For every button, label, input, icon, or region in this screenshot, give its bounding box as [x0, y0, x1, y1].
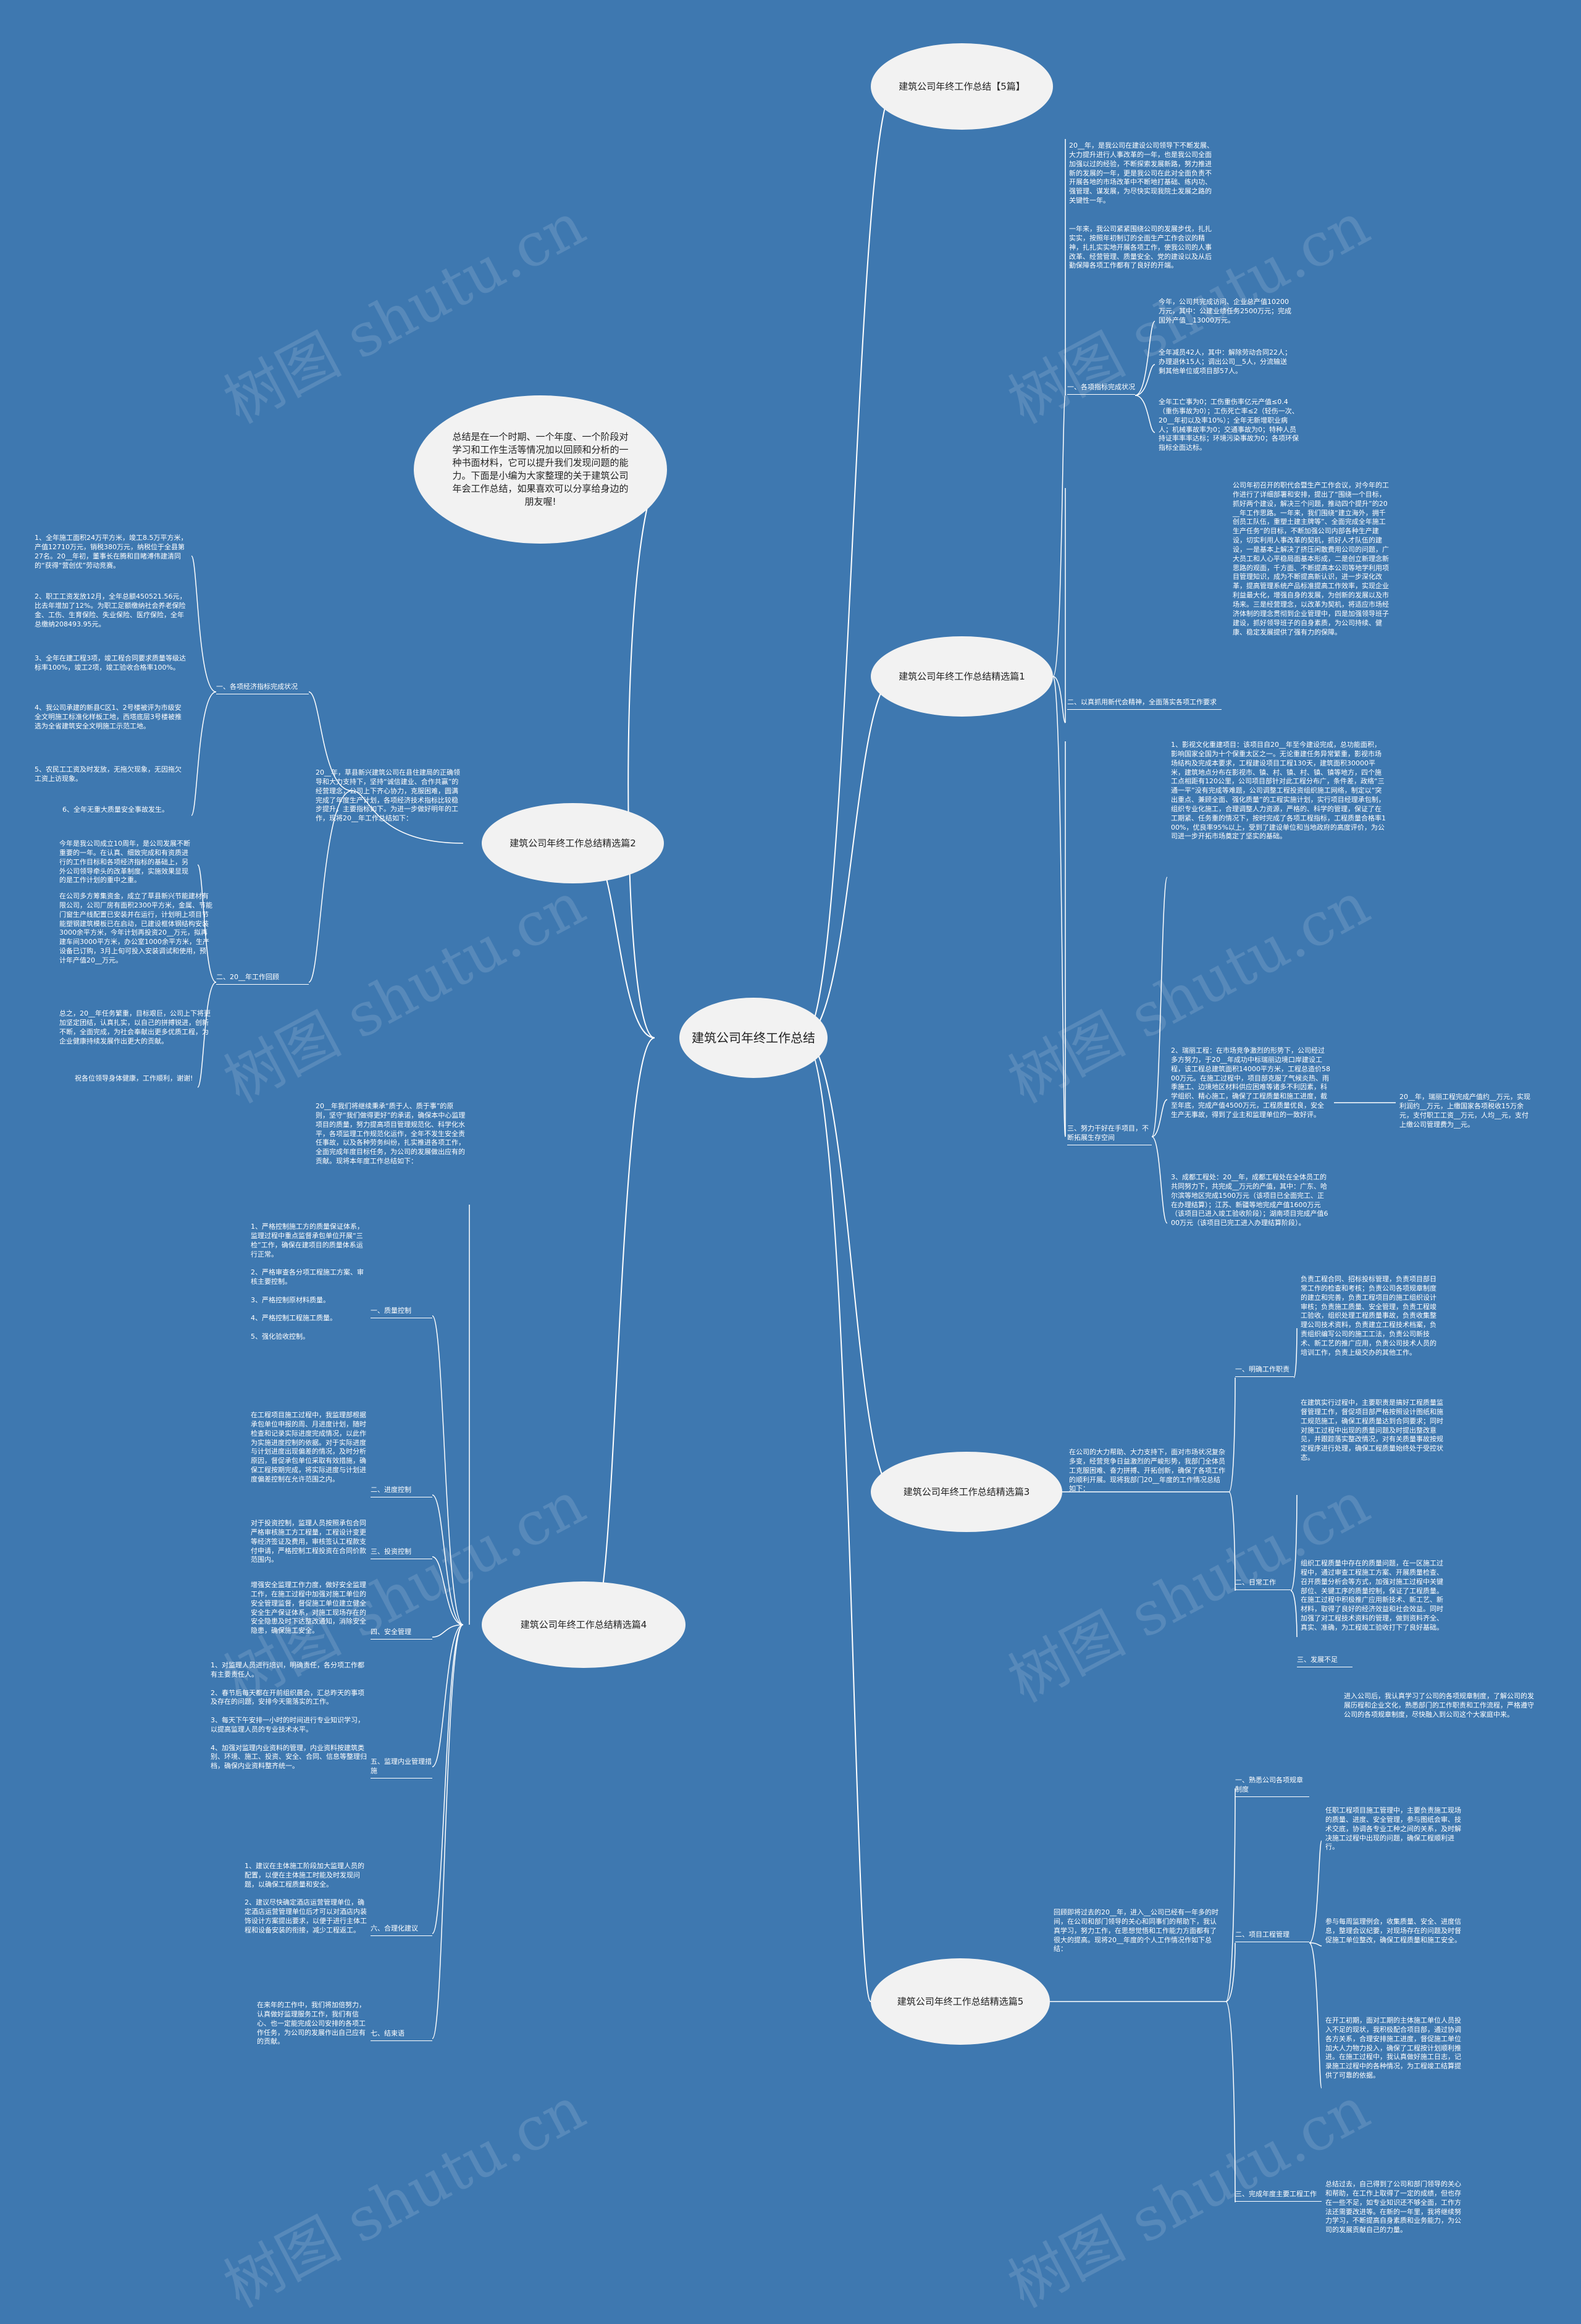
b5-s2-text: 任职工程项目施工管理中，主要负责施工现场的质量、进度、安全管理，参与图纸会审、技… — [1325, 1806, 1461, 1851]
b4-intro-text: 20__年我们将继续秉承“质于人、质于事”的原则，坚守“我们做得更好”的承诺，确… — [316, 1102, 466, 1166]
b5-s1-text: 进入公司后，我认真学习了公司的各项规章制度，了解公司的发展历程和企业文化，熟悉部… — [1344, 1692, 1534, 1719]
b2-s2-item: 总之，20__年任务繁重，目标艰巨，公司上下将更加坚定团结，认真扎实，以自己的拼… — [59, 1009, 211, 1045]
branch-node-4[interactable]: 建筑公司年终工作总结精选篇4 — [482, 1581, 686, 1668]
b1-intro-text-2: 一年来，我公司紧紧围绕公司的发展步伐，扎扎实实，按照年初制订的全面生产工作会议的… — [1069, 225, 1212, 270]
b4-section-5-label[interactable]: 五、监理内业管理措施 — [371, 1758, 432, 1779]
b4-section-6-label[interactable]: 六、合理化建议 — [371, 1924, 432, 1936]
b3-section-1-label[interactable]: 一、明确工作职责 — [1235, 1365, 1294, 1377]
b2-section-2-label[interactable]: 二、20__年工作回顾 — [216, 973, 309, 985]
b2-s1-item: 5、农民工工资及时发放，无拖欠现象，无因拖欠工资上访现象。 — [35, 765, 182, 783]
b4-section-1-label[interactable]: 一、质量控制 — [371, 1307, 432, 1318]
b2-intro-text: 20__年，草县新兴建筑公司在县住建局的正确领导和大力支持下，坚持“诚信建业、合… — [316, 768, 460, 823]
b3-section-3-label[interactable]: 三、发展不足 — [1297, 1656, 1352, 1667]
b2-section-1-label[interactable]: 一、各项经济指标完成状况 — [216, 683, 309, 694]
b1-s1-item: 今年，公司共完成访问、企业总产值10200万元，其中：公建业绩任务2500万元；… — [1159, 298, 1291, 324]
b5-intro-text: 回顾即将过去的20__年，进入__公司已经有一年多的时间，在公司和部门领导的关心… — [1054, 1908, 1218, 1953]
b4-s5-text: 1、对监理人员进行培训，明确责任，各分项工作都有主要责任人。 2、春节后每天都在… — [211, 1661, 367, 1770]
b1-s2-text: 公司年初召开的职代会暨生产工作会议，对今年的工作进行了详细部署和安排，提出了“围… — [1233, 481, 1389, 636]
branch-node-3[interactable]: 建筑公司年终工作总结精选篇3 — [871, 1452, 1062, 1532]
b3-intro-text: 在公司的大力帮助、大力支持下，面对市场状况复杂多变，经营竞争日益激烈的严峻形势，… — [1069, 1448, 1225, 1493]
b5-section-3-label[interactable]: 三、完成年度主要工程工作 — [1235, 2190, 1322, 2202]
b2-s1-item: 1、全年施工面积24万平方米，竣工8.5万平方米，产值12710万元，销税380… — [35, 534, 188, 570]
b1-s1-item: 全年减员42人，其中：解除劳动合同22人；办理退休15人；调出公司__5人，分流… — [1159, 348, 1291, 375]
root-node[interactable]: 建筑公司年终工作总结 — [679, 998, 828, 1078]
b2-s2-item: 在公司多方筹集资金，成立了草县新兴节能建材有限公司，公司厂房有面积2300平方米… — [59, 892, 212, 964]
b2-s2-item: 今年是我公司成立10周年，是公司发展不断重要的一年。在认真、细致完成和有资质进行… — [59, 840, 190, 885]
b2-s2-item: 祝各位领导身体健康，工作顺利，谢谢! — [75, 1074, 193, 1082]
b2-s1-item: 3、全年在建工程3项，竣工程合同要求质量等级达标率100%，竣工2项，竣工验收合… — [35, 654, 186, 672]
b3-section-2-label[interactable]: 二、日常工作 — [1235, 1578, 1291, 1590]
branch-node-5[interactable]: 建筑公司年终工作总结精选篇5 — [871, 1958, 1050, 2045]
branch-title-node[interactable]: 建筑公司年终工作总结【5篇】 — [871, 43, 1053, 130]
b1-s1-item: 全年工亡事为0；工伤重伤率亿元产值≤0.4（重伤事故为0）；工伤死亡率≤2（轻伤… — [1159, 398, 1299, 452]
b4-section-4-label[interactable]: 四、安全管理 — [371, 1628, 432, 1640]
b1-section-1-label[interactable]: 一、各项指标完成状况 — [1067, 383, 1135, 395]
b1-s3-text: 20__年，瑞丽工程完成产值约__万元，实现利润约__万元，上缴国家各项税收15… — [1399, 1093, 1530, 1129]
b5-s2-text: 在开工初期，面对工期的主体施工单位人员投入不足的现状，我积极配合项目部，通过协调… — [1325, 2016, 1461, 2080]
branch-node-1[interactable]: 建筑公司年终工作总结精选篇1 — [871, 636, 1053, 717]
b4-s3-text: 对于投资控制，监理人员按照承包合同严格审核施工方工程量，工程设计变更等经济签证及… — [251, 1519, 366, 1564]
b1-s3-text: 3、成都工程处：20__年，成都工程处在全体员工的共同努力下，共完成__万元的产… — [1171, 1173, 1328, 1227]
b4-s4-text: 增强安全监理工作力度，做好安全监理工作，在施工过程中加强对施工单位的安全管理监督… — [251, 1581, 366, 1635]
b4-section-7-label[interactable]: 七、结束语 — [371, 2029, 432, 2041]
b3-s2-text: 组织工程质量中存在的质量问题，在一区施工过程中，通过审查工程施工方案、开展质量检… — [1301, 1559, 1443, 1631]
branch-node-2[interactable]: 建筑公司年终工作总结精选篇2 — [482, 803, 664, 883]
b4-section-2-label[interactable]: 二、进度控制 — [371, 1486, 432, 1497]
b4-s1-text: 1、严格控制施工方的质量保证体系，监理过程中重点监督承包单位开展“三检”工作，确… — [251, 1223, 364, 1341]
b5-section-1-label[interactable]: 一、熟悉公司各项规章制度 — [1235, 1776, 1309, 1797]
b4-s2-text: 在工程项目施工过程中，我监理部根据承包单位申报的周、月进度计划，随时检查和记录实… — [251, 1411, 366, 1483]
b4-s6-text: 1、建议在主体施工阶段加大监理人员的配置，以便在主体施工时能及时发现问题，以确保… — [245, 1862, 367, 1934]
b2-s1-item: 2、职工工资发放12月，全年总额450521.56元，比去年增加了12%。为职工… — [35, 592, 187, 628]
intro-node[interactable]: 总结是在一个时期、一个年度、一个阶段对学习和工作生活等情况加以回顾和分析的一种书… — [414, 395, 667, 544]
b1-s3-text: 2、瑞丽工程：在市场竞争激烈的形势下，公司经过多方努力，于20__年成功中标瑞丽… — [1171, 1046, 1330, 1119]
b1-section-3-label[interactable]: 三、努力干好在手项目，不断拓展生存空间 — [1067, 1124, 1152, 1145]
b3-s1-text: 负责工程合同、招标投标管理，负责项目部日常工作的检查和考核；负责公司各项规章制度… — [1301, 1275, 1436, 1357]
b4-section-3-label[interactable]: 三、投资控制 — [371, 1547, 432, 1559]
b5-s2-text: 参与每周监理例会，收集质量、安全、进度信息，整理会议纪要，对现场存在的问题及时督… — [1325, 1918, 1461, 1944]
b5-section-2-label[interactable]: 二、项目工程管理 — [1235, 1930, 1309, 1942]
b2-s1-item: 6、全年无重大质量安全事故发生。 — [62, 806, 169, 814]
b5-s3-text: 总结过去，自己得到了公司和部门领导的关心和帮助，在工作上取得了一定的成绩，但也存… — [1325, 2180, 1461, 2234]
b1-intro-text: 20__年，是我公司在建设公司领导下不断发展、大力提升进行人事改革的一年，也是我… — [1069, 141, 1214, 205]
b2-s1-item: 4、我公司承建的新县C区1、2号楼被评为市级安全文明施工标准化样板工地，西塔底层… — [35, 704, 182, 730]
b1-section-2-label[interactable]: 二、以真抓用新代会精神，全面落实各项工作要求 — [1067, 698, 1222, 710]
b3-s2-text: 在建筑实行过程中，主要职责是搞好工程质量监督管理工作，督促项目部严格按照设计图纸… — [1301, 1399, 1443, 1462]
b1-s3-text: 1、影视文化重建项目：该项目自20__年至今建设完成，总功能面积，影响国家全国为… — [1171, 741, 1386, 841]
b4-s7-text: 在来年的工作中，我们将加倍努力，认真做好监理服务工作，我们有信心、也一定能完成公… — [257, 2001, 366, 2046]
